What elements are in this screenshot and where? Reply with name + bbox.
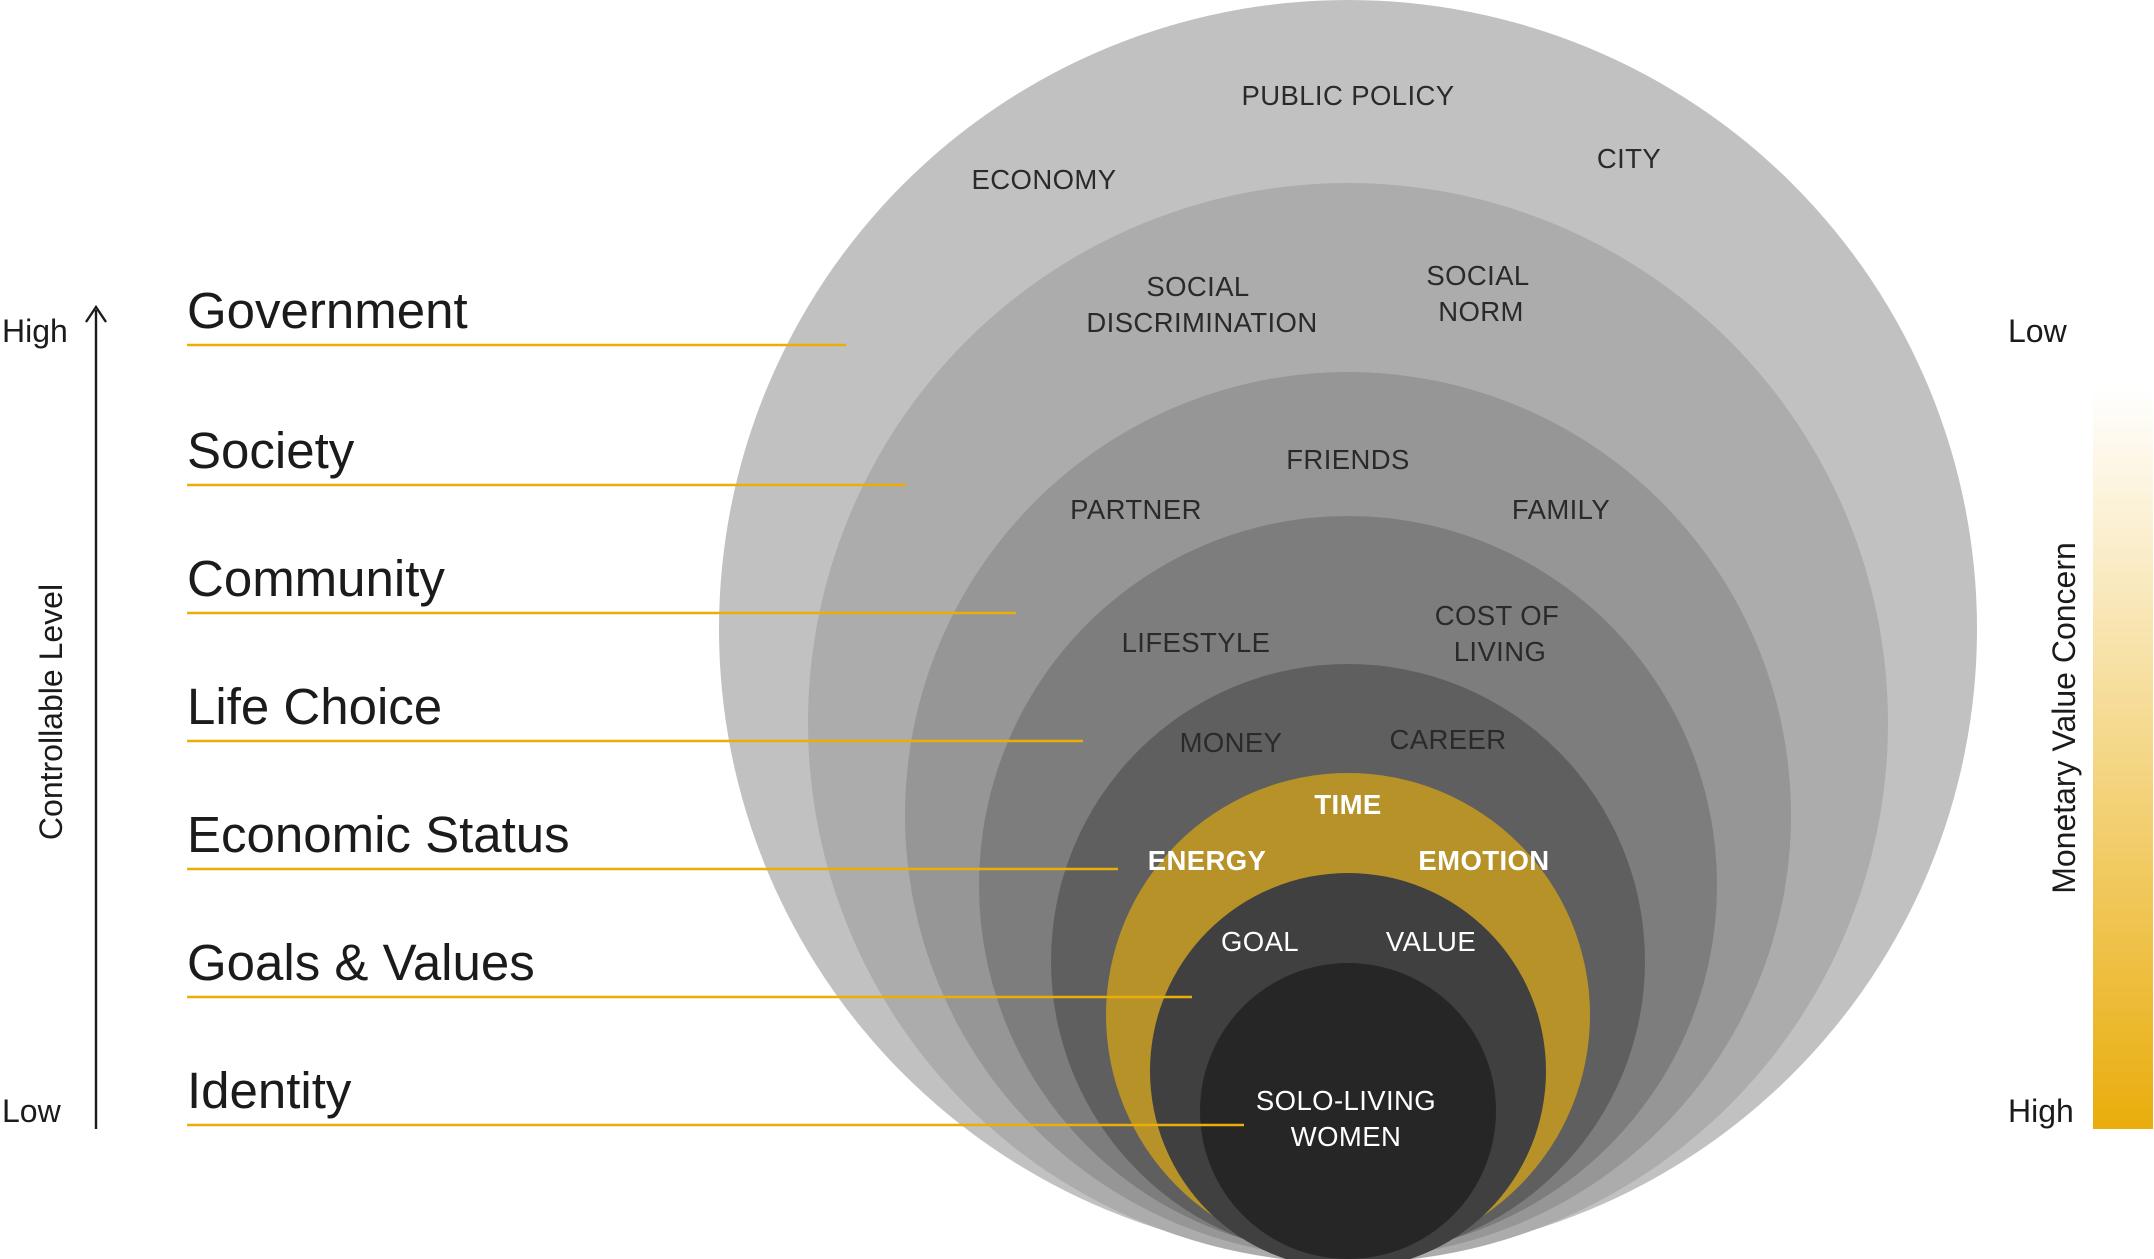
item-friends: FRIENDS [1286,444,1410,475]
left-axis-title: Controllable Level [33,584,69,840]
level-label-goals-values: Goals & Values [187,934,535,991]
connector-lines [187,343,1244,1127]
right-axis-low-label: Low [2008,313,2068,349]
item-energy: ENERGY [1148,845,1267,876]
level-label-government: Government [187,282,468,339]
left-axis-high-label: High [2,313,68,349]
item-social-discrimination-line1: SOCIAL [1146,271,1249,302]
level-label-life-choice: Life Choice [187,678,442,735]
right-axis-title: Monetary Value Concern [2046,542,2082,894]
item-time: TIME [1314,789,1381,820]
left-axis-low-label: Low [2,1093,62,1129]
item-social-norm-line2: NORM [1438,296,1524,327]
item-cost-of-living-line2: LIVING [1454,636,1547,667]
level-label-identity: Identity [187,1062,352,1119]
item-emotion: EMOTION [1418,845,1549,876]
item-money: MONEY [1180,727,1283,758]
item-cost-of-living-line1: COST OF [1435,600,1560,631]
left-axis: High Low Controllable Level [2,304,107,1129]
item-lifestyle: LIFESTYLE [1122,627,1271,658]
monetary-gradient-bar [2093,388,2153,1129]
item-partner: PARTNER [1070,494,1202,525]
item-value: VALUE [1386,926,1476,957]
right-axis-high-label: High [2008,1093,2074,1129]
right-axis: Low High Monetary Value Concern [2008,313,2153,1129]
item-public-policy: PUBLIC POLICY [1241,80,1454,111]
item-social-discrimination-line2: DISCRIMINATION [1086,307,1317,338]
arrow-up-icon [85,304,107,323]
level-label-community: Community [187,550,445,607]
item-goal: GOAL [1221,926,1299,957]
item-solo-living: SOLO-LIVING [1256,1085,1436,1116]
level-label-economic-status: Economic Status [187,806,570,863]
item-city: CITY [1597,143,1661,174]
circle-identity [1200,963,1496,1259]
item-career: CAREER [1389,724,1506,755]
item-family: FAMILY [1512,494,1610,525]
item-economy: ECONOMY [972,164,1117,195]
item-social-norm-line1: SOCIAL [1426,260,1529,291]
level-label-society: Society [187,422,355,479]
item-women: WOMEN [1291,1121,1401,1152]
